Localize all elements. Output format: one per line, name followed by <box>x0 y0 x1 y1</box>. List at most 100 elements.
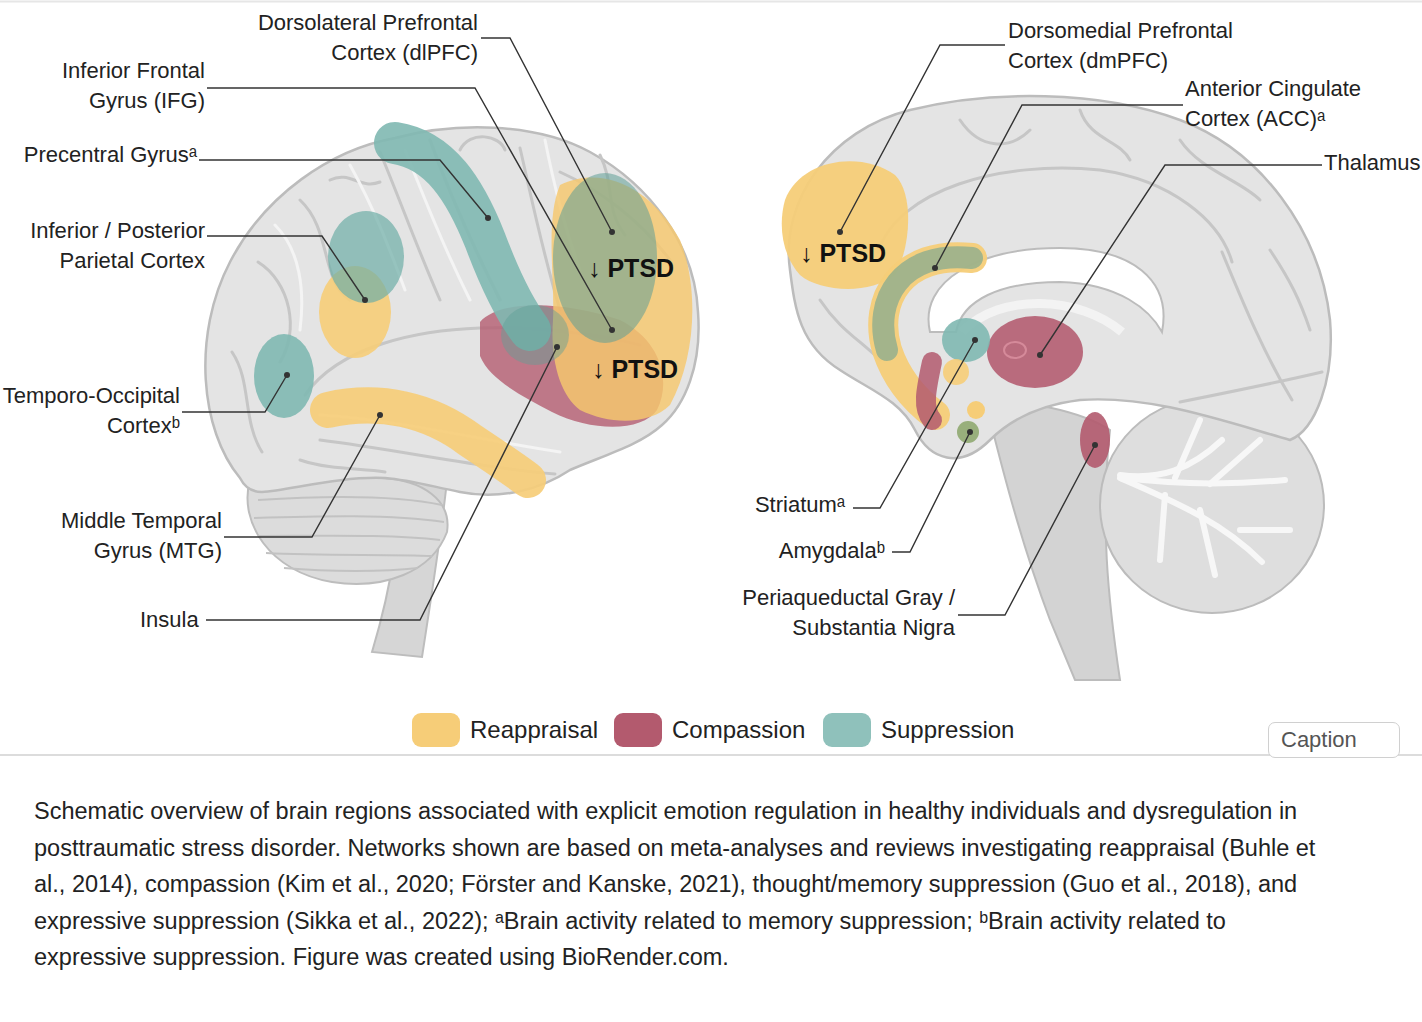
legend-item: Suppression <box>823 712 1014 748</box>
branch <box>1125 478 1285 484</box>
leader-dot <box>972 337 978 343</box>
suppression-region <box>328 211 404 303</box>
region-label: Amygdalaᵇ <box>735 536 885 566</box>
leader-line <box>1040 165 1322 355</box>
sulcus <box>1180 140 1260 200</box>
region-label: Inferior / Posterior Parietal Cortex <box>5 216 205 276</box>
sulcus <box>1080 110 1130 160</box>
sulcus <box>1222 252 1292 400</box>
folium <box>254 516 444 522</box>
legend-item: Compassion <box>614 712 805 748</box>
region-label: Periaqueductal Gray / Substantia Nigra <box>725 583 955 643</box>
legend-swatch <box>614 713 662 747</box>
leader-lines <box>182 38 612 620</box>
branch <box>1240 527 1290 533</box>
frame-line <box>0 754 1422 756</box>
leader-line <box>224 415 380 537</box>
leader-dot <box>1092 442 1098 448</box>
branch <box>1160 495 1165 560</box>
sulcus <box>460 137 505 150</box>
folium <box>258 497 442 505</box>
ptsd-marker: ↓ PTSD <box>800 238 886 268</box>
leader-line <box>206 347 557 620</box>
leader-line <box>935 105 1183 268</box>
region-label: Precentral Gyrusᵃ <box>0 140 197 170</box>
caption-button: Caption <box>1268 722 1400 758</box>
frame-line <box>0 1 1422 3</box>
brainstem <box>985 400 1120 680</box>
branch <box>1120 478 1262 562</box>
compassion-region <box>926 362 932 420</box>
leader-line <box>958 445 1095 615</box>
leader-dot <box>485 215 491 221</box>
suppression-region <box>395 143 530 330</box>
region-label: Thalamus <box>1324 148 1421 178</box>
sulcus <box>960 120 1030 144</box>
leader-dot <box>362 297 368 303</box>
leader-dot <box>554 344 560 350</box>
lateral-brain <box>182 38 699 657</box>
region-label: Insula <box>140 605 199 635</box>
compassion-region <box>1080 412 1110 468</box>
leader-line <box>892 432 970 552</box>
reappraisal-region <box>967 401 985 419</box>
figure-caption: Schematic overview of brain regions asso… <box>34 793 1329 976</box>
region-label: Striatumᵃ <box>700 490 845 520</box>
leader-dot <box>1037 352 1043 358</box>
leader-dot <box>609 327 615 333</box>
gyrus <box>275 225 302 330</box>
leader-dot <box>837 229 843 235</box>
region-label: Inferior Frontal Gyrus (IFG) <box>35 56 205 116</box>
branch <box>1200 510 1215 575</box>
cerebellum-folia <box>254 497 444 571</box>
folium <box>284 568 418 571</box>
leader-dot <box>284 372 290 378</box>
leader-line <box>182 375 287 412</box>
branch <box>1175 420 1200 478</box>
leader-line <box>199 160 488 218</box>
legend-text: Compassion <box>672 716 805 744</box>
leader-dot <box>609 229 615 235</box>
reappraisal-region <box>328 405 528 480</box>
medial-brain <box>782 45 1331 680</box>
suppression-region <box>501 305 569 365</box>
sulcus <box>1180 372 1322 402</box>
leader-line <box>207 88 612 330</box>
branch <box>1120 440 1222 476</box>
suppression-region <box>957 421 979 443</box>
thalamus-detail <box>1004 342 1026 358</box>
ptsd-marker: ↓ PTSD <box>588 253 674 283</box>
leader-dot <box>377 412 383 418</box>
region-label: Dorsomedial Prefrontal Cortex (dmPFC) <box>1008 16 1258 76</box>
ptsd-marker: ↓ PTSD <box>592 354 678 384</box>
legend-text: Reappraisal <box>470 716 598 744</box>
leader-line <box>853 340 975 508</box>
legend-item: Reappraisal <box>412 712 598 748</box>
reappraisal-region <box>943 359 969 385</box>
legend-swatch <box>823 713 871 747</box>
branch <box>1210 440 1260 484</box>
leader-line <box>840 45 1005 232</box>
leader-dot <box>967 429 973 435</box>
leader-line <box>207 236 365 300</box>
cerebrum <box>205 127 698 494</box>
legend-swatch <box>412 713 460 747</box>
sulcus <box>330 177 380 184</box>
regions <box>254 143 692 480</box>
region-label: Temporo-Occipital Cortexᵇ <box>0 381 180 441</box>
compassion-region <box>987 316 1083 388</box>
region-label: Middle Temporal Gyrus (MTG) <box>37 506 222 566</box>
legend-text: Suppression <box>881 716 1014 744</box>
sulcus <box>1270 250 1310 330</box>
regions <box>782 161 1110 468</box>
arbor-vitae <box>1120 420 1290 575</box>
leader-dot <box>932 265 938 271</box>
folium <box>266 553 432 556</box>
suppression-region <box>254 334 314 418</box>
sulcus <box>300 460 385 472</box>
region-label: Anterior Cingulate Cortex (ACC)ᵃ <box>1185 74 1390 134</box>
region-label: Dorsolateral Prefrontal Cortex (dlPFC) <box>233 8 478 68</box>
leader-line <box>481 38 612 232</box>
